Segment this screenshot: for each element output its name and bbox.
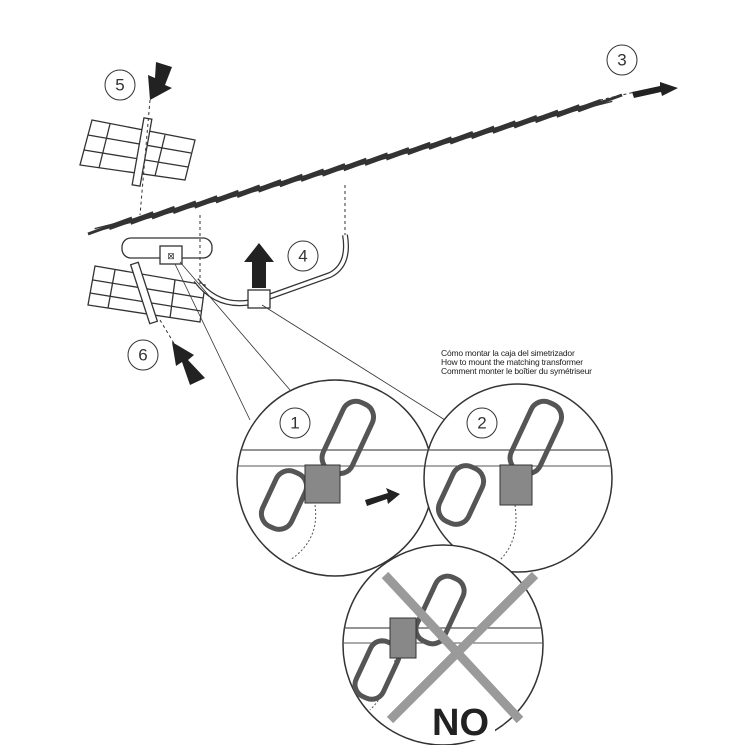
detail-1: 1 <box>236 379 434 577</box>
arrows <box>148 62 678 385</box>
director-rod <box>151 200 197 220</box>
director-rod <box>194 189 240 209</box>
director-rod <box>321 157 367 177</box>
arrow-3-icon <box>632 82 678 98</box>
svg-text:2: 2 <box>477 414 486 433</box>
dipole: ⊠ <box>121 237 213 265</box>
svg-text:4: 4 <box>298 247 307 266</box>
instruction-caption: Cómo montar la caja del simetrizador How… <box>441 349 592 376</box>
director-rod <box>577 93 623 113</box>
director-rod <box>343 152 389 172</box>
director-rod <box>108 211 154 231</box>
director-rod <box>236 179 282 198</box>
mast-bracket <box>193 234 349 309</box>
director-rod <box>300 163 346 182</box>
director-rod <box>257 173 303 193</box>
director-rod <box>385 141 431 161</box>
callout-lines <box>174 261 446 421</box>
cross-icon <box>381 571 539 724</box>
director-rod <box>215 184 261 204</box>
director-rod <box>534 104 580 124</box>
caption-es: Cómo montar la caja del simetrizador <box>441 348 575 358</box>
svg-text:⊠: ⊠ <box>167 251 175 261</box>
reflector-bottom <box>87 261 206 325</box>
svg-text:6: 6 <box>138 346 147 365</box>
director-rod <box>513 109 559 129</box>
director-rod <box>428 131 474 150</box>
no-label: NO <box>432 702 489 744</box>
director-rod <box>449 125 495 145</box>
arrow-6-icon <box>172 342 205 385</box>
director-rod <box>364 147 410 166</box>
step-5: 5 <box>104 69 136 101</box>
director-rod <box>130 205 176 225</box>
svg-text:1: 1 <box>290 414 299 433</box>
director-rod <box>470 120 516 140</box>
step-3: 3 <box>606 44 638 76</box>
detail-2: 2 <box>423 383 613 573</box>
director-rod <box>87 216 133 236</box>
arrow-5-icon <box>148 62 172 100</box>
yagi-antenna <box>87 93 623 236</box>
reflector-top <box>79 117 196 187</box>
caption-fr: Comment monter le boîtier du symétriseur <box>441 366 592 376</box>
director-rod <box>492 114 538 134</box>
step-4: 4 <box>287 240 319 272</box>
detail-incorrect: NO <box>342 544 544 745</box>
director-rod <box>556 98 602 118</box>
svg-text:5: 5 <box>115 76 124 95</box>
director-rod <box>279 168 325 188</box>
guide-lines <box>139 91 636 346</box>
director-rod <box>407 136 453 156</box>
director-rod <box>172 195 218 215</box>
caption-en: How to mount the matching transformer <box>441 357 583 367</box>
step-6: 6 <box>127 339 159 371</box>
svg-text:3: 3 <box>617 51 626 70</box>
arrow-4-icon <box>244 243 274 288</box>
